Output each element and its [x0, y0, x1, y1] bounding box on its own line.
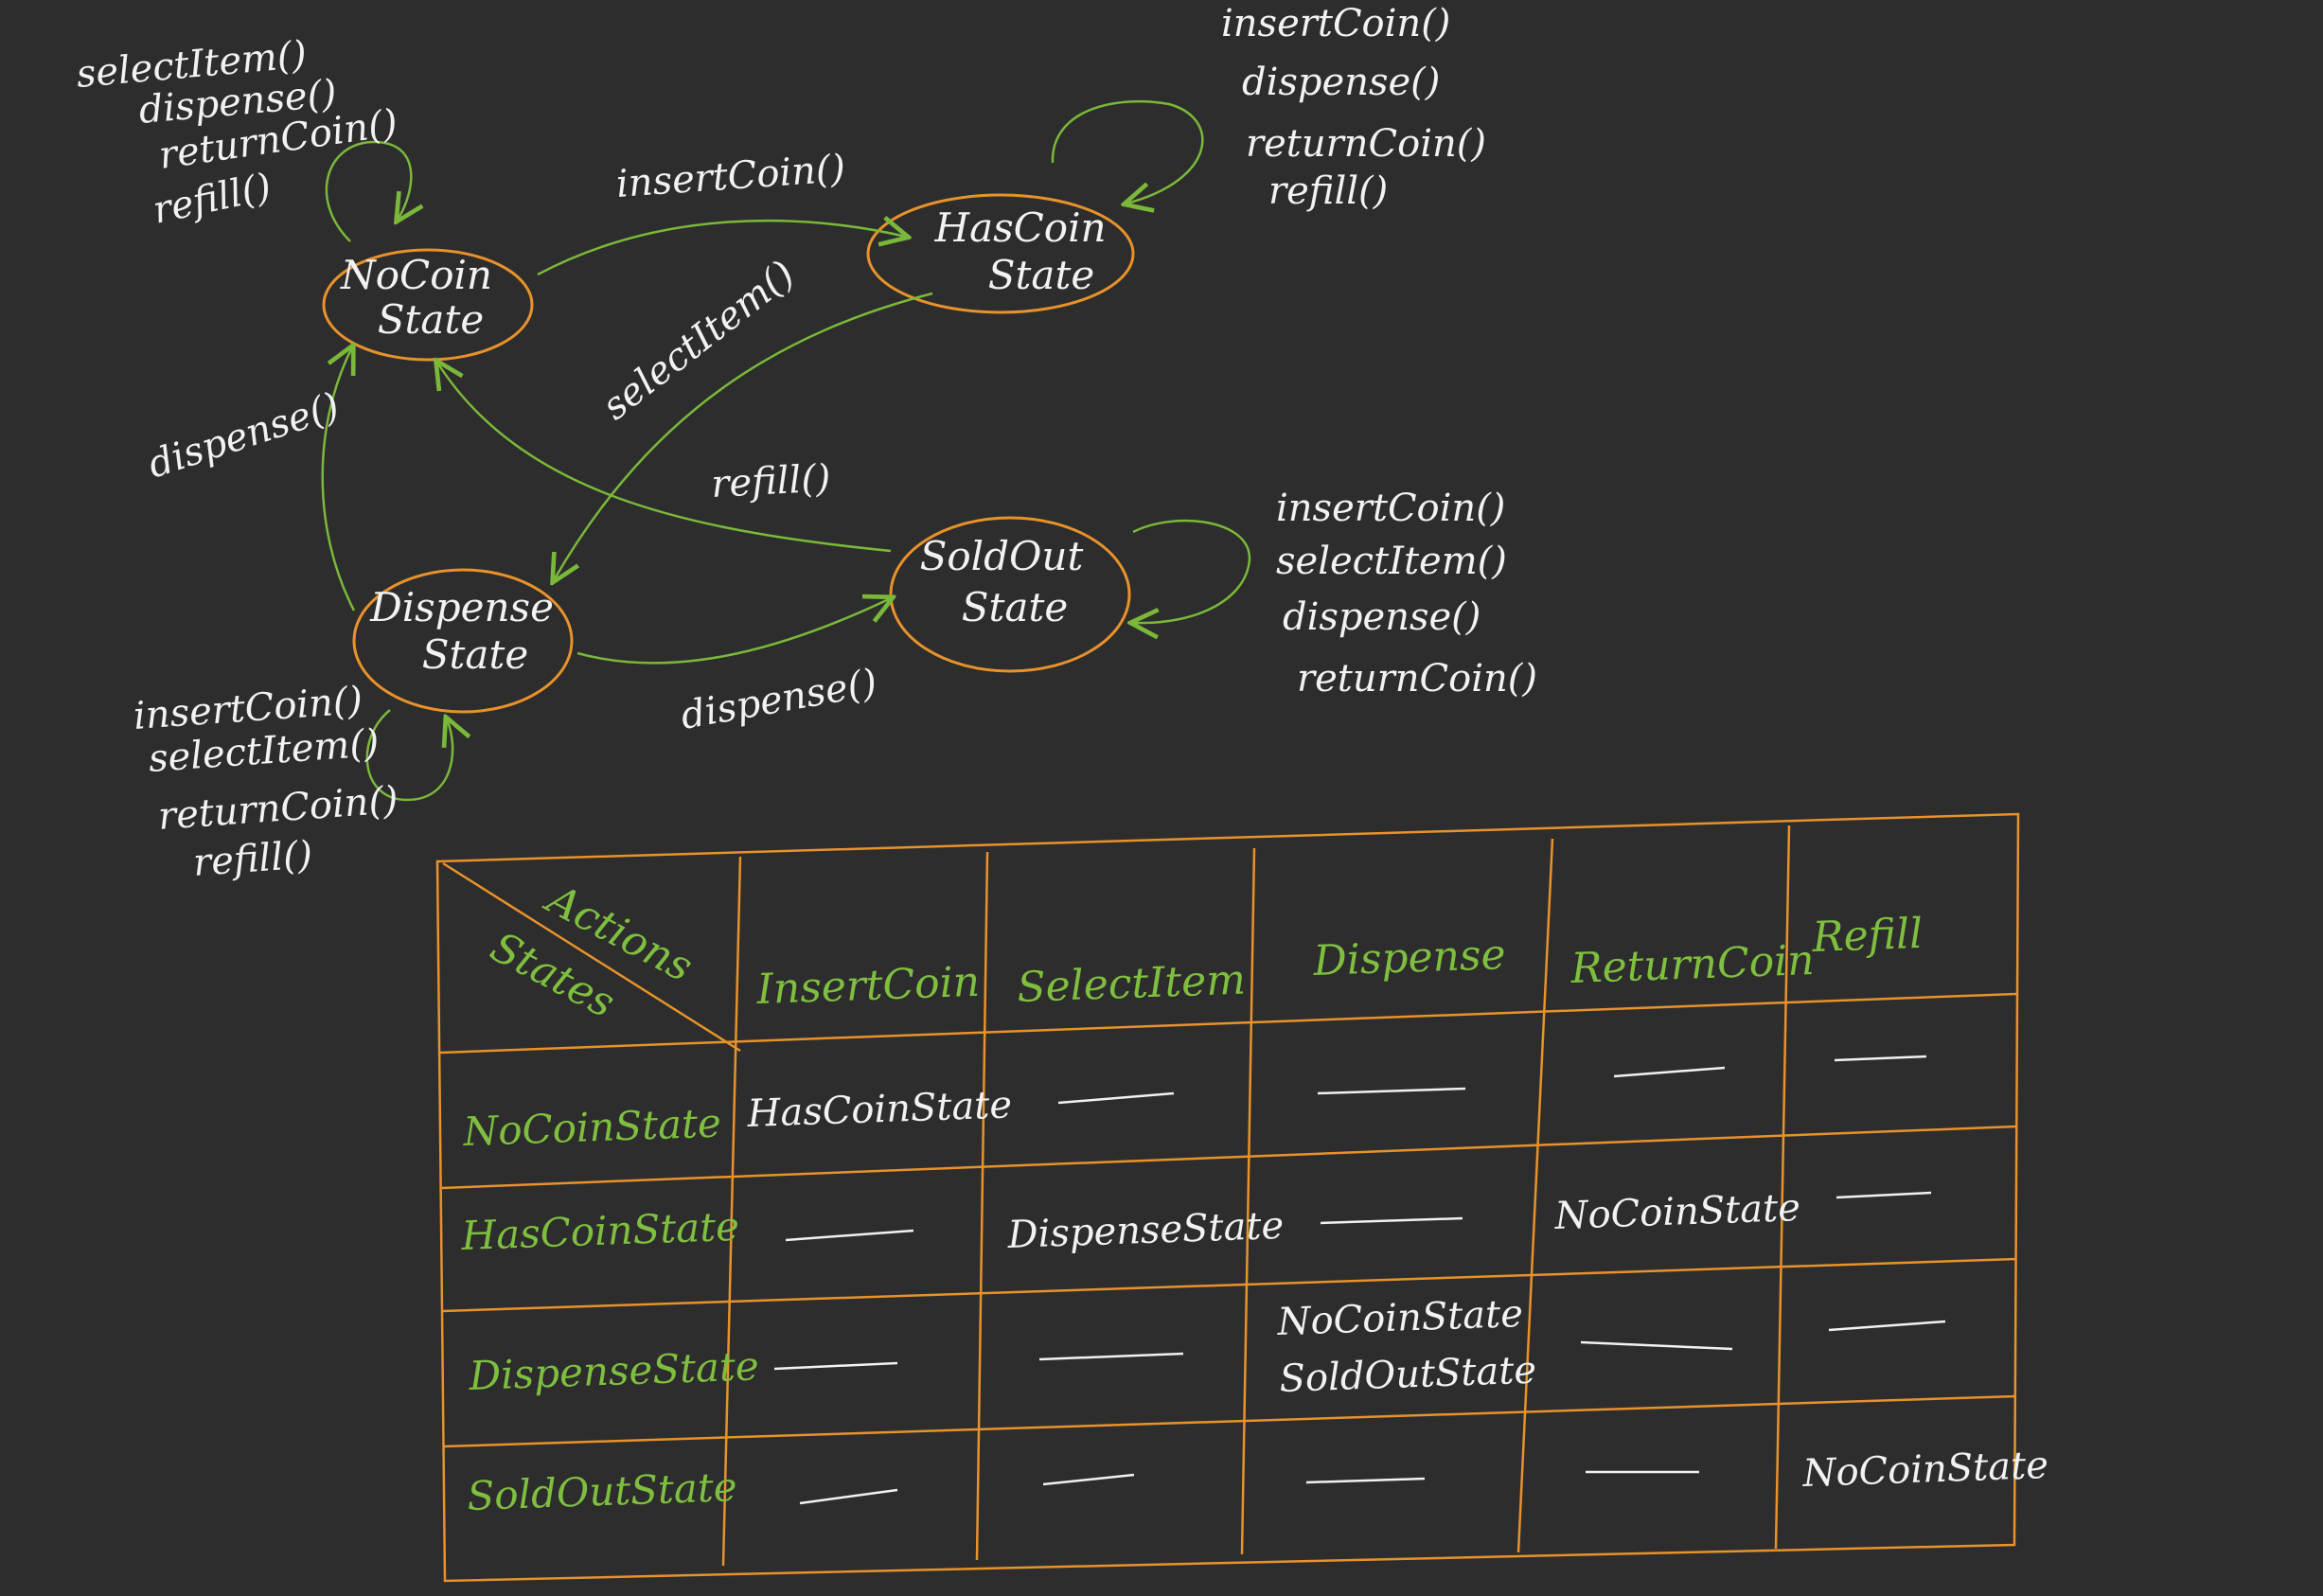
self-loop-nocoin	[325, 140, 411, 242]
table-border	[435, 812, 2020, 1583]
loop-label: refill()	[191, 833, 313, 885]
table-cell-dash	[1834, 1055, 1927, 1062]
table-cell-dash	[1305, 1477, 1426, 1484]
label-refill: refill()	[710, 456, 832, 506]
loop-label: dispense()	[1242, 61, 1440, 104]
table-vline	[1774, 825, 1791, 1550]
state-node-no-coin: NoCoin State	[322, 248, 534, 362]
state-node-sold-out-line2: State	[962, 584, 1068, 630]
table-cell: HasCoinState	[746, 1083, 1013, 1136]
table-hline	[442, 1257, 2017, 1313]
table-vline	[721, 856, 742, 1567]
arrow-dispense-to-nocoin	[321, 347, 354, 612]
table-row-header-sold-out: SoldOutState	[467, 1463, 738, 1519]
state-transition-table: Actions States InsertCoin SelectItem Dis…	[435, 812, 2049, 1583]
self-loop-labels-hascoin: insertCoin() dispense() returnCoin() ref…	[1221, 2, 1486, 213]
table-vline	[1516, 838, 1554, 1553]
arrow-soldout-to-nocoin	[437, 363, 892, 553]
state-node-has-coin: HasCoin State	[866, 193, 1135, 314]
state-node-sold-out-line1: SoldOut	[920, 533, 1084, 579]
table-vline	[975, 851, 989, 1561]
table-cell-dash	[1057, 1091, 1175, 1105]
table-vline	[1240, 847, 1256, 1555]
loop-label: insertCoin()	[1276, 487, 1505, 530]
self-loop-dispense	[365, 709, 452, 802]
table-row-header-no-coin: NoCoinState	[462, 1100, 722, 1156]
table-col-header-refill: Refill	[1811, 910, 1924, 962]
loop-label: returnCoin()	[156, 778, 399, 839]
table-cell-line2: SoldOutState	[1279, 1349, 1537, 1401]
state-node-dispense-line2: State	[422, 631, 528, 678]
table-cell-dash	[1580, 1340, 1733, 1351]
table-cell-dash	[1317, 1087, 1466, 1095]
label-insert-coin: insertCoin()	[614, 147, 846, 206]
self-loop-labels-nocoin: selectItem() dispense() returnCoin() ref…	[75, 33, 400, 233]
self-loop-labels-dispense: insertCoin() selectItem() returnCoin() r…	[132, 679, 399, 885]
table-cell: DispenseState	[1006, 1204, 1285, 1257]
state-node-has-coin-line1: HasCoin	[933, 204, 1106, 251]
table-cell-dash	[773, 1361, 898, 1371]
arrow-dispense-to-soldout	[576, 598, 891, 665]
self-loop-hascoin	[1051, 99, 1204, 204]
state-node-has-coin-line2: State	[988, 252, 1094, 298]
table-cell-dash	[1042, 1473, 1135, 1486]
self-loop-labels-soldout: insertCoin() selectItem() dispense() ret…	[1276, 487, 1537, 700]
loop-label: insertCoin()	[1221, 2, 1450, 45]
table-cell-dash	[1320, 1216, 1463, 1225]
table-cell-dash	[1038, 1352, 1184, 1361]
table-cell-dash	[799, 1488, 898, 1505]
table-cell-dash	[1613, 1066, 1726, 1078]
state-node-sold-out: SoldOut State	[889, 516, 1131, 673]
table-hline	[441, 1125, 2017, 1190]
table-cell-dash	[1828, 1320, 1946, 1332]
table-hline	[443, 1394, 2017, 1448]
table-col-header-dispense: Dispense	[1312, 931, 1507, 985]
state-node-dispense: Dispense State	[352, 568, 574, 714]
state-node-dispense-line1: Dispense	[369, 584, 554, 630]
state-node-no-coin-line1: NoCoin	[340, 252, 492, 298]
table-col-header-insert-coin: InsertCoin	[755, 958, 981, 1014]
table-hline	[439, 992, 2017, 1055]
arrow-hascoin-to-dispense	[554, 292, 933, 580]
label-dispense-to-nocoin: dispense()	[143, 384, 345, 487]
table-col-header-select-item: SelectItem	[1017, 956, 1247, 1012]
loop-label: selectItem()	[1276, 540, 1507, 583]
loop-label: returnCoin()	[1246, 122, 1486, 166]
loop-label: refill()	[1268, 169, 1388, 213]
table-corner-diagonal	[442, 861, 741, 1053]
label-dispense-to-soldout: dispense()	[678, 661, 880, 738]
table-row-header-dispense: DispenseState	[468, 1342, 760, 1399]
state-node-no-coin-line2: State	[378, 296, 484, 343]
label-select-item: selectItem()	[594, 253, 803, 429]
self-loop-soldout	[1133, 519, 1251, 623]
loop-label: returnCoin()	[1297, 657, 1537, 700]
table-col-header-return-coin: ReturnCoin	[1569, 936, 1816, 993]
loop-label: dispense()	[1283, 595, 1481, 639]
table-cell: NoCoinState	[1553, 1186, 1801, 1238]
table-row-header-has-coin: HasCoinState	[460, 1203, 740, 1259]
table-cell-dash	[785, 1229, 914, 1242]
table-cell-dash	[1835, 1191, 1932, 1199]
table-cell: NoCoinState	[1801, 1444, 2049, 1496]
arrow-nocoin-to-hascoin	[537, 221, 906, 276]
table-cell-line1: NoCoinState	[1276, 1292, 1524, 1344]
